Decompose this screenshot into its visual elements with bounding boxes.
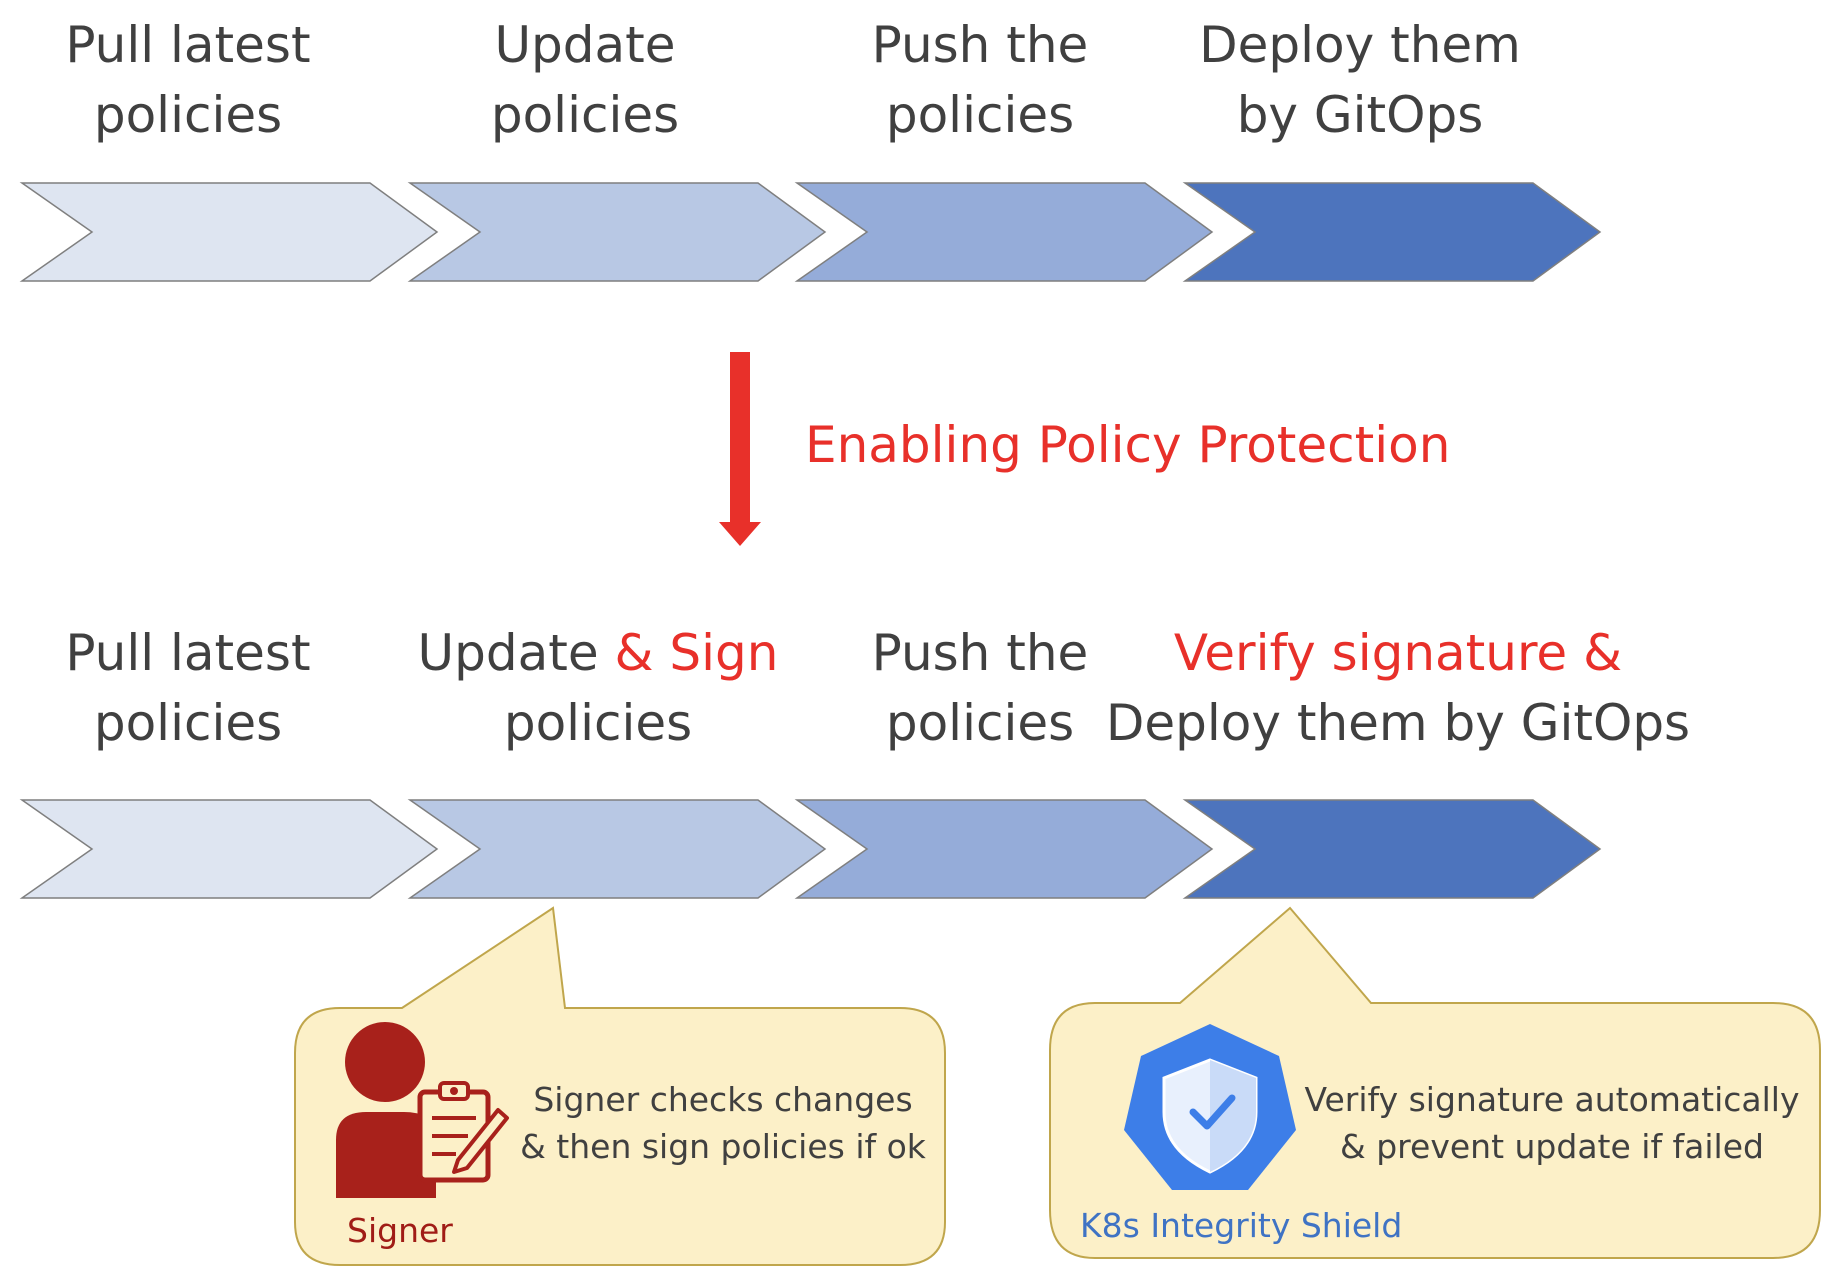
after-chevron-3 xyxy=(794,799,1214,899)
signer-caption: Signer xyxy=(347,1211,453,1250)
before-step-4-line2: by GitOps xyxy=(1237,86,1484,144)
after-step-2-accent: & Sign xyxy=(615,624,779,682)
signer-clipboard-icon xyxy=(336,1022,509,1198)
before-chevron-1 xyxy=(19,182,439,282)
after-step-4-line2: Deploy them by GitOps xyxy=(1106,694,1690,752)
shield-check-icon xyxy=(1124,1024,1296,1190)
signer-text-line1: Signer checks changes xyxy=(533,1080,912,1119)
before-process: Pull latest policies Update policies Pus… xyxy=(19,16,1602,282)
signer-text-line2: & then sign policies if ok xyxy=(520,1127,927,1166)
after-step-1-line2: policies xyxy=(94,694,282,752)
shield-callout: K8s Integrity Shield Verify signature au… xyxy=(1049,906,1821,1259)
shield-text-line2: & prevent update if failed xyxy=(1340,1127,1764,1166)
before-step-1-line1: Pull latest xyxy=(65,16,310,74)
down-arrow-shaft xyxy=(730,352,750,524)
after-step-1-line1: Pull latest xyxy=(65,624,310,682)
shield-text-line1: Verify signature automatically xyxy=(1304,1080,1799,1119)
after-step-2-line1: Update & Sign xyxy=(418,624,779,682)
before-step-1-line2: policies xyxy=(94,86,282,144)
before-chevron-2 xyxy=(407,182,827,282)
down-arrow-head xyxy=(719,522,761,546)
after-step-4-line1: Verify signature & xyxy=(1174,624,1622,682)
shield-caption: K8s Integrity Shield xyxy=(1080,1206,1402,1245)
before-chevron-3 xyxy=(794,182,1214,282)
after-step-3-line1: Push the xyxy=(872,624,1089,682)
after-step-3-line2: policies xyxy=(886,694,1074,752)
after-step-2-line2: policies xyxy=(504,694,692,752)
signer-callout: Signer Signer checks changes & then sign… xyxy=(294,906,946,1266)
transition-label: Enabling Policy Protection xyxy=(805,416,1450,474)
after-chevron-2 xyxy=(407,799,827,899)
after-chevron-4 xyxy=(1182,799,1602,899)
before-chevron-4 xyxy=(1182,182,1602,282)
after-step-2-plain: Update xyxy=(418,624,615,682)
before-step-3-line1: Push the xyxy=(872,16,1089,74)
transition: Enabling Policy Protection xyxy=(719,352,1450,546)
after-chevron-1 xyxy=(19,799,439,899)
before-step-4-line1: Deploy them xyxy=(1199,16,1521,74)
before-step-2-line1: Update xyxy=(494,16,675,74)
before-step-2-line2: policies xyxy=(491,86,679,144)
after-process: Pull latest policies Update & Sign polic… xyxy=(19,624,1690,899)
before-step-3-line2: policies xyxy=(886,86,1074,144)
